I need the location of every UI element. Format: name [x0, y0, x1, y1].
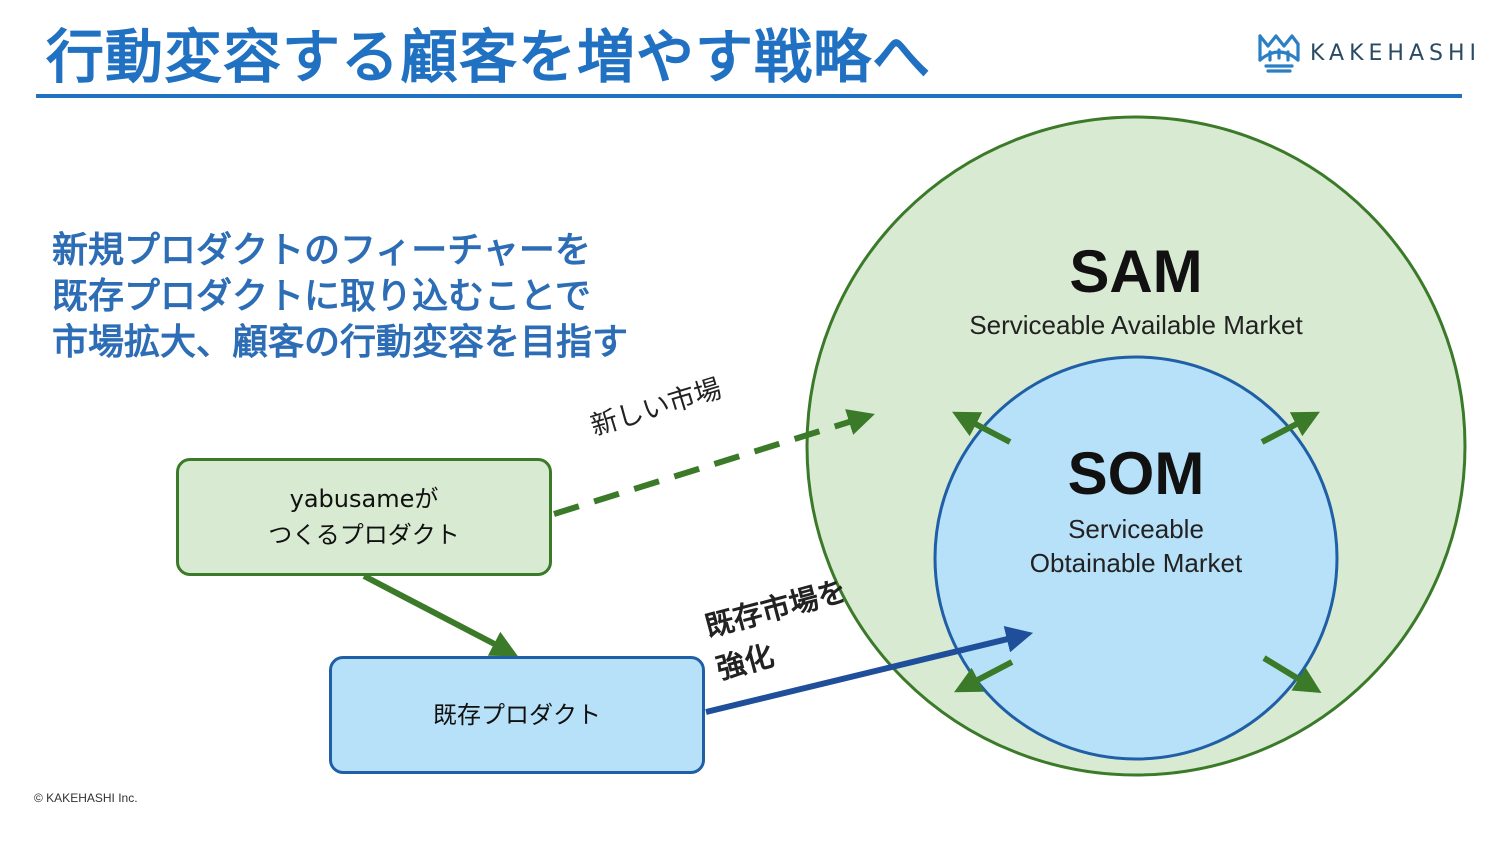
- product-integration-arrow: [362, 573, 518, 657]
- headline-line-3: 市場拡大、顧客の行動変容を目指す: [52, 322, 629, 363]
- som-subtitle-line-2: Obtainable Market: [1029, 548, 1243, 578]
- sam-title: SAM: [1069, 238, 1203, 305]
- new-product-box: yabusameが つくるプロダクト: [176, 458, 552, 576]
- existing-product-label: 既存プロダクト: [433, 701, 601, 729]
- slide-title: 行動変容する顧客を増やす戦略へ: [46, 23, 932, 91]
- headline: 新規プロダクトのフィーチャーを 既存プロダクトに取り込むことで 市場拡大、顧客の…: [52, 228, 628, 366]
- expand-arrow-top-left: [952, 411, 1012, 445]
- expand-arrow-top-right: [1260, 411, 1320, 445]
- headline-line-2: 既存プロダクトに取り込むことで: [52, 276, 591, 317]
- new-market-arrow: [553, 409, 875, 517]
- som-circle: [933, 355, 1339, 761]
- logo-text: KAKEHASHI: [1310, 40, 1482, 66]
- existing-product-box: 既存プロダクト: [329, 656, 705, 774]
- som-subtitle-line-1: Serviceable: [1068, 514, 1204, 544]
- headline-line-1: 新規プロダクトのフィーチャーを: [52, 230, 591, 271]
- sam-subtitle: Serviceable Available Market: [969, 310, 1303, 340]
- som-subtitle: Serviceable Obtainable Market: [976, 512, 1296, 580]
- kakehashi-logo: KAKEHASHI: [1256, 30, 1481, 76]
- som-title: SOM: [1067, 440, 1205, 507]
- kakehashi-bridge-logo-icon: [1258, 34, 1300, 73]
- new-product-line-1: yabusameが: [289, 485, 439, 513]
- copyright: © KAKEHASHI Inc.: [34, 791, 138, 805]
- expand-arrow-bottom-left: [954, 659, 1014, 693]
- expand-arrow-bottom-right: [1262, 655, 1322, 694]
- title-divider: [36, 94, 1462, 98]
- new-product-line-2: つくるプロダクト: [268, 521, 460, 549]
- strengthen-market-arrow: [705, 626, 1034, 715]
